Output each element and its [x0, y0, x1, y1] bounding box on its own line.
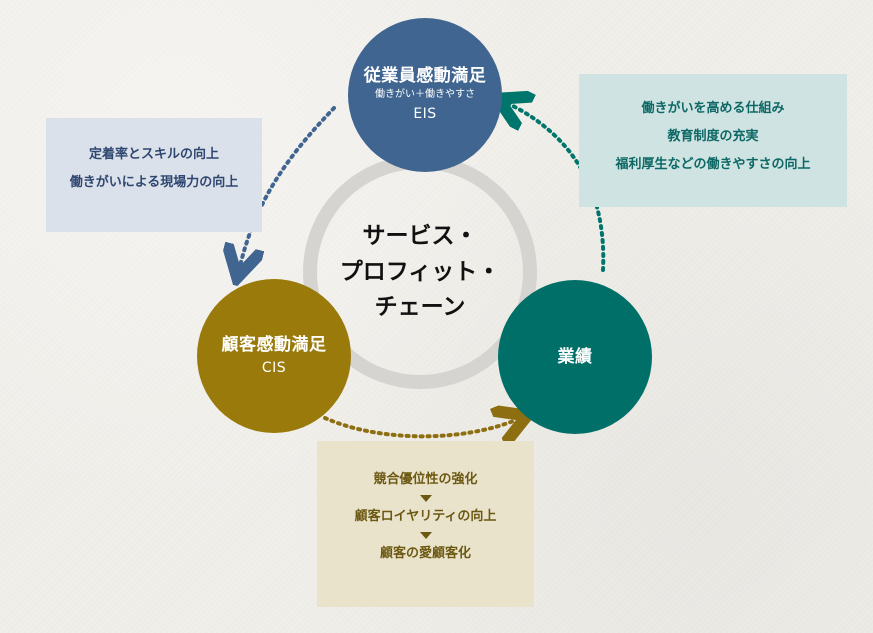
performance-circle: 業績 — [498, 280, 652, 434]
bottom-note-line-2: 顧客ロイヤリティの向上 — [354, 508, 497, 524]
performance-title: 業績 — [557, 346, 593, 367]
right-note-line-1: 働きがいを高める仕組み — [641, 101, 785, 116]
left-note-line-2: 働きがいによる現場力の向上 — [69, 174, 239, 190]
right-note-box: 働きがいを高める仕組み 教育制度の充実 福利厚生などの働きやすさの向上 — [579, 74, 847, 207]
chevron-down-icon — [419, 531, 432, 539]
arrow-eis-to-cis — [240, 106, 336, 266]
eis-title: 従業員感動満足 — [363, 66, 487, 87]
right-note-line-3: 福利厚生などの働きやすさの向上 — [615, 156, 811, 172]
eis-circle: 従業員感動満足 働きがい＋働きやすさ EIS — [348, 18, 502, 172]
cis-title: 顧客感動満足 — [221, 334, 327, 355]
center-title-line-3: チェーン — [374, 294, 466, 321]
bottom-note-line-3: 顧客の愛顧客化 — [379, 545, 471, 561]
eis-subtitle: 働きがい＋働きやすさ — [375, 88, 475, 100]
center-title-line-2: プロフィット・ — [339, 258, 501, 285]
right-note-line-2: 教育制度の充実 — [667, 128, 759, 144]
bottom-note-box: 競合優位性の強化 顧客ロイヤリティの向上 顧客の愛顧客化 — [317, 441, 534, 607]
cis-code: CIS — [261, 360, 287, 377]
center-title: サービス・ プロフィット・ チェーン — [325, 219, 515, 326]
cis-circle: 顧客感動満足 CIS — [197, 279, 351, 433]
left-note-line-1: 定着率とスキルの向上 — [88, 147, 219, 162]
left-note-box: 定着率とスキルの向上 働きがいによる現場力の向上 — [46, 118, 262, 232]
eis-code: EIS — [413, 106, 437, 123]
arrow-cis-to-performance — [323, 418, 516, 436]
center-title-line-1: サービス・ — [362, 223, 478, 249]
chevron-down-icon — [419, 494, 432, 502]
bottom-note-line-1: 競合優位性の強化 — [373, 472, 478, 487]
